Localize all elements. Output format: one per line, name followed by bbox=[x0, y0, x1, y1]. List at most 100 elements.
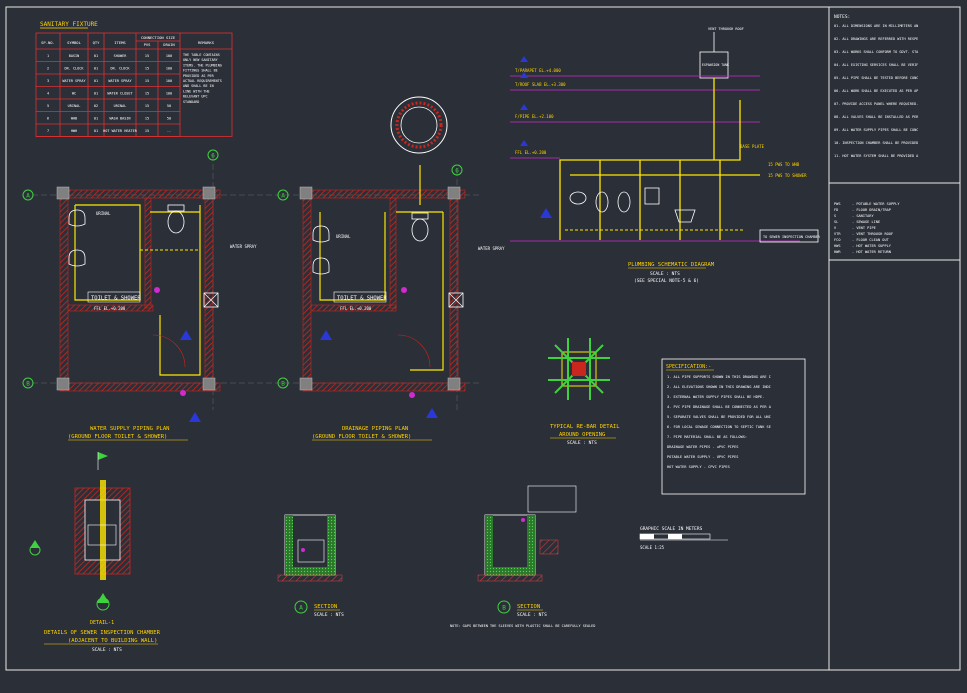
table-cell: 15 bbox=[145, 79, 149, 83]
toilet-icon bbox=[411, 212, 429, 242]
table-cell: 3 bbox=[47, 79, 49, 83]
spec-item: 7. PIPE MATERIAL SHALL BE AS FOLLOWS: bbox=[667, 435, 747, 439]
table-remarks: RELEVANT UPC bbox=[183, 95, 208, 99]
section-title: SECTION bbox=[517, 604, 540, 610]
table-cell: 7 bbox=[47, 129, 49, 133]
grid-bubble-b-left: B bbox=[22, 377, 34, 389]
svg-text:A: A bbox=[26, 193, 30, 200]
legend-desc: - VENT THROUGH ROOF bbox=[852, 232, 893, 236]
table-cell: WC bbox=[72, 92, 76, 96]
svg-text:B: B bbox=[502, 605, 506, 612]
note-item: 03. ALL WORKS SHALL CONFORM TO GOVT. STA bbox=[834, 50, 919, 54]
detail-marker-icon bbox=[96, 593, 110, 611]
table-remarks: PROVIDED AS PER bbox=[183, 74, 215, 78]
table-cell: 100 bbox=[166, 92, 172, 96]
table-cell: URINAL bbox=[114, 104, 127, 108]
table-cell: URINAL bbox=[68, 104, 81, 108]
rebar-title: TYPICAL RE-BAR DETAIL bbox=[550, 424, 620, 430]
table-cell: 02 bbox=[94, 104, 98, 108]
table-cell: 01 bbox=[94, 54, 98, 58]
drainage-plan: TOILET & SHOWER FFL EL.+0.200 URINAL WAT… bbox=[299, 96, 505, 441]
svg-text:T/PARAPET EL.+4.000: T/PARAPET EL.+4.000 bbox=[515, 68, 561, 73]
spec-item: 5. SEPARATE VALVES SHALL BE PROVIDED FOR… bbox=[667, 415, 771, 419]
table-header: CONNECTION SIZE bbox=[141, 35, 176, 40]
table-cell: 1 bbox=[47, 54, 49, 58]
spec-item: 3. EXTERNAL WATER SUPPLY PIPES SHALL BE … bbox=[667, 395, 764, 399]
table-cell: HOT WATER HEATER bbox=[103, 129, 138, 133]
room-label: TOILET & SHOWER bbox=[91, 296, 141, 302]
scale-bar-title: GRAPHIC SCALE IN METERS bbox=[640, 526, 703, 532]
floor-drain-icon bbox=[203, 292, 219, 308]
basin-icon bbox=[569, 191, 587, 205]
svg-text:F/PIPE EL.+2.100: F/PIPE EL.+2.100 bbox=[515, 114, 554, 119]
note-item: 08. ALL VALVES SHALL BE INSTALLED AS PER bbox=[834, 115, 919, 119]
note-item: 04. ALL EXISTING SERVICES SHALL BE VERIF bbox=[834, 63, 918, 67]
legend-desc: - SANITARY bbox=[852, 214, 874, 218]
table-header: QTY bbox=[93, 40, 101, 45]
table-cell: 15 bbox=[145, 54, 149, 58]
table-cell: 2 bbox=[47, 67, 49, 71]
table-cell: WHB bbox=[71, 117, 77, 121]
section-marker-icon bbox=[320, 330, 438, 418]
rebar-scale: SCALE : NTS bbox=[567, 440, 597, 446]
title-block-border bbox=[828, 6, 961, 671]
table-cell: 5 bbox=[47, 104, 49, 108]
svg-text:A: A bbox=[281, 193, 285, 200]
spec-item: 4. PVC PIPE DRAINAGE SHALL BE CONNECTED … bbox=[667, 405, 772, 409]
plan-subtitle: (GROUND FLOOR TOILET & SHOWER) bbox=[312, 434, 411, 440]
legend-desc: - FLOOR DRAIN/TRAP bbox=[852, 208, 891, 212]
room-label: TOILET & SHOWER bbox=[337, 296, 387, 302]
note-item: 10. INSPECTION CHAMBER SHALL BE PROVIDED bbox=[834, 141, 918, 145]
section-scale: SCALE : NTS bbox=[517, 612, 547, 618]
table-cell: WATER CLOSET bbox=[107, 92, 133, 96]
table-subheader: PVS bbox=[144, 42, 152, 47]
table-cell: 6 bbox=[47, 117, 49, 121]
urinal-icon bbox=[595, 191, 609, 213]
legend-desc: - POTABLE WATER SUPPLY bbox=[852, 202, 900, 206]
detail-label: DETAIL-1 bbox=[90, 620, 114, 626]
spec-item: POTABLE WATER SUPPLY - UPVC PIPES bbox=[667, 455, 738, 459]
tank-label: EXPANSION TANK bbox=[702, 63, 729, 67]
urinal-icon bbox=[312, 257, 330, 275]
table-remarks: STANDARD bbox=[183, 100, 199, 104]
note-item: 07. PROVIDE ACCESS PANEL WHERE REQUIRED. bbox=[834, 102, 918, 106]
table-cell: 15 bbox=[145, 67, 149, 71]
grid-bubble-b-mid: B bbox=[277, 377, 289, 389]
table-header: ITEMS bbox=[114, 40, 126, 45]
table-cell: DR. CLOCK bbox=[111, 67, 131, 71]
toilet-icon bbox=[674, 209, 696, 223]
urinal-icon bbox=[68, 209, 86, 227]
table-subheader: DRAIN bbox=[163, 42, 175, 47]
section-marker-icon bbox=[180, 330, 201, 422]
section-b-note: NOTE: GAPS BETWEEN THE SLEEVES WITH PLAS… bbox=[450, 624, 595, 628]
detail-subtitle: (ADJACENT TO BUILDING WALL) bbox=[68, 638, 157, 644]
vent-label: VENT THROUGH ROOF bbox=[708, 27, 744, 31]
inspection-chamber-detail: DETAIL-1 DETAILS OF SEWER INSPECTION CHA… bbox=[29, 452, 161, 653]
table-remarks: AND SHALL BE IN bbox=[183, 84, 214, 88]
table-cell: 50 bbox=[167, 104, 171, 108]
section-b-bubble: B bbox=[497, 600, 511, 614]
spec-item: 2. ALL ELEVATIONS SHOWN IN THIS DRAWING … bbox=[667, 385, 771, 389]
general-notes: NOTES: 01. ALL DIMENSIONS ARE IN MILLIME… bbox=[834, 14, 919, 158]
table-cell: -- bbox=[167, 129, 171, 133]
table-cell: 15 bbox=[145, 117, 149, 121]
section-scale: SCALE : NTS bbox=[314, 612, 344, 618]
graphic-scale-bar: GRAPHIC SCALE IN METERS SCALE 1:25 bbox=[639, 526, 728, 550]
plan-subtitle: (GROUND FLOOR TOILET & SHOWER) bbox=[68, 434, 167, 440]
legend-abbr: HWR bbox=[834, 250, 841, 254]
table-cell: 15 bbox=[145, 92, 149, 96]
legend-abbr: PWS bbox=[834, 202, 841, 206]
table-header: SP.NO. bbox=[41, 40, 55, 45]
note-item: 09. ALL WATER SUPPLY PIPES SHALL BE CONC bbox=[834, 128, 918, 132]
plumbing-schematic: EXPANSION TANK VENT THROUGH ROOF T/PARAP… bbox=[510, 27, 821, 284]
svg-text:6: 6 bbox=[455, 168, 459, 175]
spray-label: WATER SPRAY bbox=[478, 246, 505, 251]
section-title: SECTION bbox=[314, 604, 337, 610]
table-cell: 100 bbox=[166, 67, 172, 71]
plan-title: WATER SUPPLY PIPING PLAN bbox=[90, 426, 169, 432]
table-cell: 50 bbox=[167, 117, 171, 121]
cistern-icon bbox=[644, 187, 660, 205]
detail-scale: SCALE : NTS bbox=[92, 647, 122, 653]
